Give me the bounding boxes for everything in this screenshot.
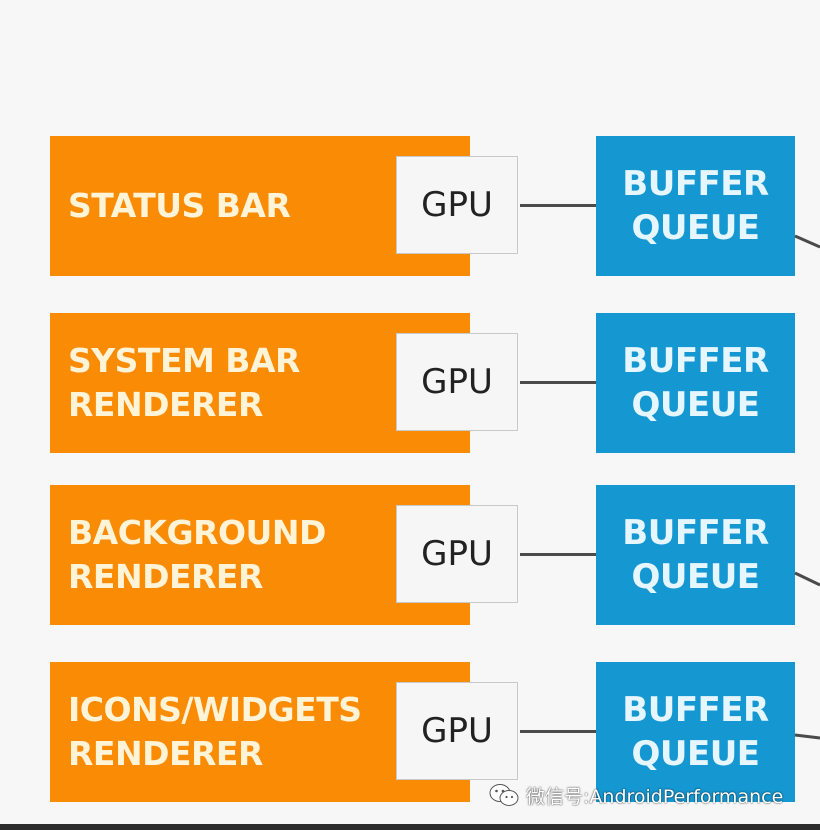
buffer-queue-box: BUFFER QUEUE: [596, 485, 795, 625]
source-label: SYSTEM BAR RENDERER: [68, 341, 300, 424]
buffer-queue-box: BUFFER QUEUE: [596, 662, 795, 802]
exit-connector: [794, 234, 820, 249]
connector-line: [520, 553, 598, 556]
buffer-queue-box: BUFFER QUEUE: [596, 313, 795, 453]
exit-connector: [794, 571, 820, 587]
pipeline-row: SYSTEM BAR RENDERER GPU BUFFER QUEUE: [0, 313, 820, 453]
bottom-border: [0, 824, 820, 830]
connector-line: [520, 730, 598, 733]
watermark-text: 微信号:AndroidPerformance: [526, 785, 784, 808]
gpu-box: GPU: [396, 505, 518, 603]
connector-line: [520, 381, 598, 384]
source-label: STATUS BAR: [68, 186, 291, 225]
watermark: 微信号:AndroidPerformance: [488, 780, 783, 810]
pipeline-row: STATUS BAR GPU BUFFER QUEUE: [0, 136, 820, 276]
buffer-queue-box: BUFFER QUEUE: [596, 136, 795, 276]
source-label: BACKGROUND RENDERER: [68, 513, 326, 596]
wechat-icon: [489, 784, 519, 806]
exit-connector: [794, 733, 820, 740]
gpu-box: GPU: [396, 333, 518, 431]
gpu-box: GPU: [396, 156, 518, 254]
gpu-box: GPU: [396, 682, 518, 780]
connector-line: [520, 204, 598, 207]
pipeline-row: BACKGROUND RENDERER GPU BUFFER QUEUE: [0, 485, 820, 625]
pipeline-row: ICONS/WIDGETS RENDERER GPU BUFFER QUEUE: [0, 662, 820, 802]
source-label: ICONS/WIDGETS RENDERER: [68, 690, 362, 773]
